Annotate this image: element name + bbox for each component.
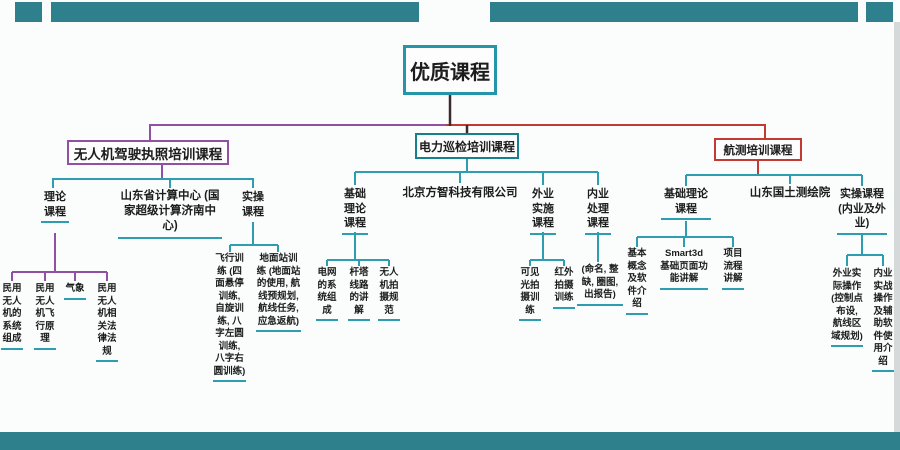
b1-theory-leaf-flight-principle: 民用无人机飞行原理 — [34, 283, 56, 350]
b2-theory-leaf-tower-lines: 杆塔线路的讲解 — [348, 267, 370, 322]
b2-provider-beijing-fangzhi: 北京方智科技有限公司 — [402, 187, 518, 199]
branch-aerial-survey: 航测培训课程 — [714, 138, 802, 161]
b3-practice-course: 实操课程 (内业及外业) — [837, 187, 887, 235]
b1-practice-leaf-flight-training: 飞行训练 (四面悬停训练, 自旋训练, 八字左圆训练, 八字右圆训练) — [213, 253, 246, 383]
b2-field-course: 外业实施课程 — [530, 187, 556, 235]
b2-theory-course: 基础理论课程 — [342, 187, 368, 235]
b1-theory-leaf-system: 民用无人机的系统组成 — [1, 283, 23, 350]
b3-practice-leaf-office-operation: 内业实战操作及辅助软件使用介绍 — [872, 268, 894, 373]
b2-field-leaf-visible-light: 可见光拍摄训练 — [519, 267, 541, 322]
branch-drone-license: 无人机驾驶执照培训课程 — [67, 140, 229, 165]
b1-theory-course: 理论课程 — [41, 190, 69, 224]
b1-provider-shandong-computing: 山东省计算中心 (国家超级计算济南中心) — [118, 189, 222, 239]
b1-practice-course: 实操课程 — [242, 191, 264, 218]
top-right-square — [866, 2, 893, 22]
b3-theory-leaf-smart3d: Smart3d 基础页面功能讲解 — [660, 248, 708, 290]
right-edge-strip — [894, 22, 900, 432]
b1-theory-leaf-law: 民用无人机相关法律法规 — [96, 283, 118, 363]
root-node: 优质课程 — [403, 45, 497, 95]
top-bar-right — [490, 2, 858, 22]
b2-office-course: 内业处理课程 — [585, 187, 611, 235]
b1-practice-leaf-ground-station: 地面站训练 (地面站的使用, 航线预规划, 航线任务, 应急返航) — [256, 253, 301, 333]
b3-theory-course: 基础理论课程 — [661, 187, 711, 221]
b2-field-leaf-infrared: 红外拍摄训练 — [553, 267, 575, 309]
b3-theory-leaf-basic-concepts: 基本概念及软件介绍 — [626, 248, 648, 315]
top-bar-left — [51, 2, 419, 22]
b3-practice-leaf-field-operation: 外业实际操作 (控制点布设, 航线区域规划) — [831, 268, 863, 348]
b3-provider-shandong-surveying: 山东国土测绘院 — [749, 187, 831, 199]
b2-theory-leaf-grid-system: 电网的系统组成 — [316, 267, 338, 322]
b2-theory-leaf-shooting-standard: 无人机拍摄规范 — [378, 267, 400, 322]
b1-theory-leaf-weather: 气象 — [64, 283, 86, 300]
bottom-bar — [0, 432, 900, 450]
top-left-square — [15, 2, 42, 22]
branch-power-inspection: 电力巡检培训课程 — [415, 133, 519, 159]
b2-office-leaf-report: (命名, 整缺, 圈图, 出报告) — [577, 264, 623, 306]
b3-theory-leaf-project-flow: 项目流程讲解 — [722, 248, 744, 290]
